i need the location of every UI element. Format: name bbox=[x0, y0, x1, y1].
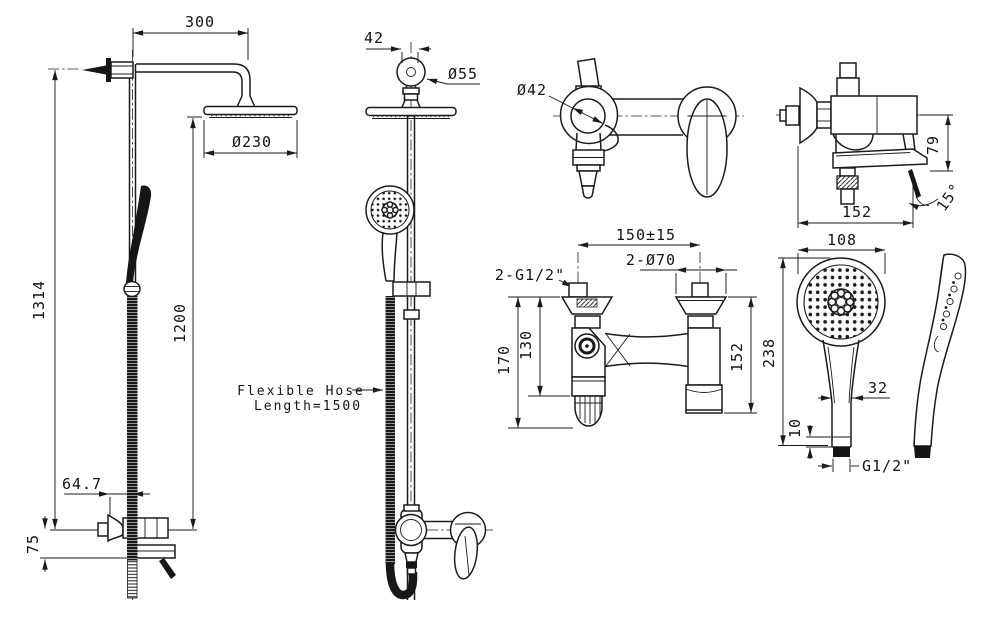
wall-trumpet-flange bbox=[799, 86, 818, 145]
hand-shower-wand bbox=[126, 185, 152, 283]
dim-escutcheon-diameter: Ø42 bbox=[517, 81, 547, 99]
dim-lever-angle: 15° bbox=[933, 180, 965, 215]
dim-body-width: 152 bbox=[842, 203, 872, 221]
view-shower-column-front: 300 Ø230 1314 1200 64.7 75 bbox=[24, 13, 298, 600]
rain-head-edge bbox=[365, 106, 457, 117]
view-shower-column-side: 42 Ø55 Flexible Hose Length=1500 bbox=[237, 29, 493, 600]
wall-plate bbox=[785, 105, 800, 126]
mixer-lever bbox=[159, 558, 176, 579]
top-fitting-plate bbox=[106, 58, 111, 82]
wall-arrow-icon bbox=[82, 65, 106, 75]
dim-total-height-back: 170 bbox=[495, 345, 513, 375]
connector-nut bbox=[833, 447, 850, 457]
lever-side bbox=[908, 169, 921, 198]
diverter-knob bbox=[836, 175, 859, 190]
right-inlet-flange bbox=[674, 296, 728, 315]
dim-head-diameter: Ø230 bbox=[232, 133, 272, 151]
dim-arm-length: 300 bbox=[185, 13, 215, 31]
dim-valve-offset: 64.7 bbox=[62, 475, 102, 493]
view-mixer-side: 79 152 15° bbox=[776, 62, 965, 228]
handle-socket-cup bbox=[685, 384, 723, 414]
wall-flange bbox=[107, 513, 124, 543]
side-connector-nut bbox=[914, 446, 931, 458]
top-fitting bbox=[110, 61, 134, 79]
note-hose-length: Length=1500 bbox=[254, 399, 362, 414]
top-port-side bbox=[839, 62, 857, 79]
view-valve-back: 150±15 2-Ø70 2-G1/2" bbox=[495, 226, 757, 429]
dim-mount-diameter: Ø55 bbox=[448, 65, 478, 83]
dim-thread: G1/2" bbox=[862, 457, 912, 475]
right-valve-body bbox=[687, 327, 721, 386]
left-body-dome bbox=[574, 395, 603, 427]
threaded-tail bbox=[127, 559, 138, 599]
dim-flange-diameter: 2-Ø70 bbox=[626, 251, 676, 269]
label-inlet-thread: 2-G1/2" bbox=[495, 266, 565, 284]
hose-u-turn bbox=[385, 561, 418, 600]
ball-joint bbox=[123, 280, 141, 298]
rain-shower-head bbox=[203, 105, 298, 116]
lever-handle-side bbox=[453, 526, 479, 580]
base-plate bbox=[832, 148, 928, 169]
dim-nut-height: 10 bbox=[786, 418, 804, 438]
dim-body-height: 79 bbox=[924, 135, 942, 155]
hand-shower-handle bbox=[822, 339, 833, 447]
dim-head-to-valve: 1200 bbox=[171, 303, 189, 343]
dim-right-height: 152 bbox=[728, 342, 746, 372]
slider-bracket bbox=[392, 281, 431, 297]
dim-total-height: 1314 bbox=[30, 280, 48, 320]
shower-arm bbox=[136, 63, 251, 96]
dim-inlet-spacing: 150±15 bbox=[616, 226, 676, 244]
dim-spout-drop: 75 bbox=[24, 534, 42, 554]
note-flexible-hose: Flexible Hose bbox=[237, 384, 365, 399]
dim-body-height-back: 130 bbox=[517, 330, 535, 360]
hanging-clip bbox=[933, 335, 939, 353]
view-hand-shower-detail: 108 238 32 10 bbox=[760, 231, 967, 475]
dim-grip-width: 32 bbox=[868, 379, 888, 397]
valve-escutcheon-side bbox=[394, 513, 428, 547]
wall-mount-flange bbox=[396, 57, 426, 87]
mixer-body-side bbox=[830, 95, 918, 135]
hand-shower-grip bbox=[381, 231, 387, 282]
shower-hose bbox=[127, 296, 138, 560]
view-mixer-front: Ø42 bbox=[517, 57, 744, 199]
hose-side bbox=[385, 296, 395, 564]
top-port bbox=[576, 57, 600, 90]
dim-head-width: 108 bbox=[827, 231, 857, 249]
wall-stub bbox=[97, 522, 109, 537]
dim-hand-shower-height: 238 bbox=[760, 338, 778, 368]
angle-arc bbox=[908, 198, 939, 211]
outlet-tip bbox=[581, 185, 595, 199]
dim-mount-width: 42 bbox=[364, 29, 384, 47]
pipe-coupler bbox=[403, 309, 420, 320]
crossbar bbox=[604, 332, 689, 338]
spout-bulge bbox=[832, 133, 874, 151]
